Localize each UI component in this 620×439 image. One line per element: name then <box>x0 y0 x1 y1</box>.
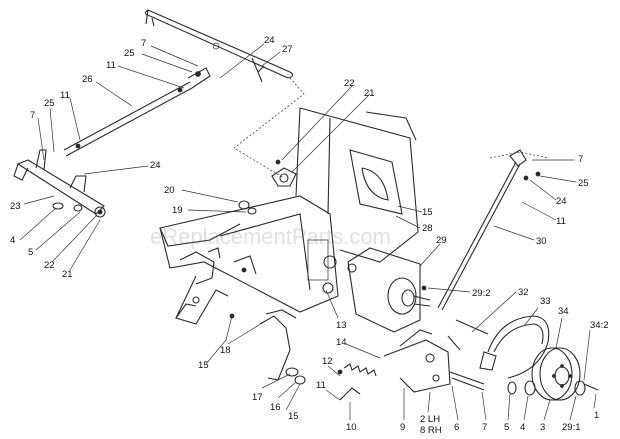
callout-4: 4 <box>520 422 525 433</box>
callout-22: 22 <box>344 78 355 89</box>
callout-6: 6 <box>454 422 459 433</box>
callout-34-2: 34:2 <box>590 320 609 331</box>
rod-27 <box>144 9 294 83</box>
callout-12: 12 <box>322 356 333 367</box>
callout-15: 15 <box>422 207 433 218</box>
callout-7: 7 <box>482 422 487 433</box>
callout-labels: 7 25 24 27 11 26 25 11 7 24 23 4 5 22 21… <box>10 35 609 436</box>
callout-27: 27 <box>282 44 293 55</box>
callout-20: 20 <box>164 185 175 196</box>
callout-34: 34 <box>558 306 569 317</box>
callout-28: 28 <box>422 223 433 234</box>
callout-23: 23 <box>10 201 21 212</box>
callout-29: 29 <box>436 235 447 246</box>
callout-24: 24 <box>556 196 567 207</box>
spring-10 <box>337 363 377 401</box>
rod-26 <box>63 67 211 157</box>
lever-23 <box>13 149 106 218</box>
callout-26: 26 <box>82 74 93 85</box>
callout-2-lh: 2 LH <box>420 414 440 425</box>
callout-5: 5 <box>28 247 33 258</box>
rear-linkage <box>229 309 306 385</box>
callout-11: 11 <box>106 60 116 71</box>
callout-7: 7 <box>30 110 35 121</box>
brake-drum-34 <box>507 347 599 401</box>
callout-22: 22 <box>44 260 55 271</box>
callout-14: 14 <box>336 337 347 348</box>
callout-7: 7 <box>578 154 583 165</box>
callout-11: 11 <box>316 380 326 391</box>
callout-25: 25 <box>578 178 589 189</box>
callout-1: 1 <box>594 410 599 421</box>
callout-19: 19 <box>172 205 183 216</box>
callout-18: 18 <box>220 345 231 356</box>
callout-17: 17 <box>252 392 263 403</box>
callout-29-1: 29:1 <box>562 422 581 433</box>
bracket-18 <box>175 275 229 325</box>
callout-32: 32 <box>518 287 529 298</box>
callout-30: 30 <box>536 236 547 247</box>
pivot-hardware <box>238 159 297 215</box>
callout-15: 15 <box>288 411 299 422</box>
callout-16: 16 <box>270 402 281 413</box>
callout-13: 13 <box>336 320 347 331</box>
main-frame <box>159 107 419 313</box>
callout-21: 21 <box>364 88 375 99</box>
callout-21: 21 <box>62 269 73 280</box>
callout-5: 5 <box>504 422 509 433</box>
callout-15: 15 <box>198 360 209 371</box>
brake-lever <box>383 319 489 393</box>
callout-24: 24 <box>264 35 275 46</box>
callout-11: 11 <box>556 216 566 227</box>
callout-9: 9 <box>400 422 405 433</box>
callout-3: 3 <box>540 422 545 433</box>
callout-10: 10 <box>346 422 357 433</box>
brake-band-33 <box>479 315 550 379</box>
callout-7: 7 <box>141 38 146 49</box>
callout-8-rh: 8 RH <box>420 425 442 436</box>
watermark-text: eReplacementParts.com <box>150 224 391 249</box>
callout-11: 11 <box>60 90 70 101</box>
rod-30 <box>437 149 549 311</box>
callout-24: 24 <box>150 160 161 171</box>
callout-4: 4 <box>10 235 15 246</box>
pump-29 <box>347 247 431 333</box>
leader-lines <box>19 43 597 421</box>
callout-25: 25 <box>124 48 135 59</box>
callout-29-2: 29:2 <box>472 288 491 299</box>
callout-33: 33 <box>540 296 551 307</box>
callout-25: 25 <box>44 98 55 109</box>
